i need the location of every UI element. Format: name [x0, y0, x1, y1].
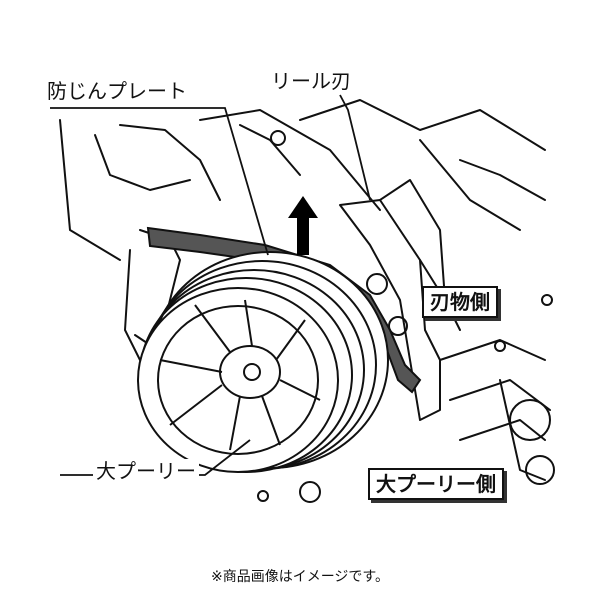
screw — [388, 316, 408, 336]
screw — [541, 294, 553, 306]
screw — [270, 130, 286, 146]
large-pulley — [137, 251, 389, 473]
screw — [494, 340, 506, 352]
label-reel-blade: リール刃 — [268, 69, 354, 93]
machine-body-lines — [59, 99, 546, 261]
label-large-pulley-side: 大プーリー側 — [368, 468, 504, 500]
upward-arrow — [288, 196, 318, 255]
reel-blade-shape — [339, 199, 441, 421]
screw — [299, 481, 321, 503]
label-large-pulley: 大プーリー — [93, 459, 199, 483]
label-blade-side: 刃物側 — [422, 286, 498, 318]
leader-line-reel-blade — [339, 94, 371, 201]
label-dust-plate: 防じんプレート — [44, 79, 190, 103]
image-disclaimer-caption: ※商品画像はイメージです。 — [210, 569, 390, 585]
screw — [257, 490, 269, 502]
screw — [366, 273, 388, 295]
leader-line-dust-plate — [50, 107, 269, 256]
